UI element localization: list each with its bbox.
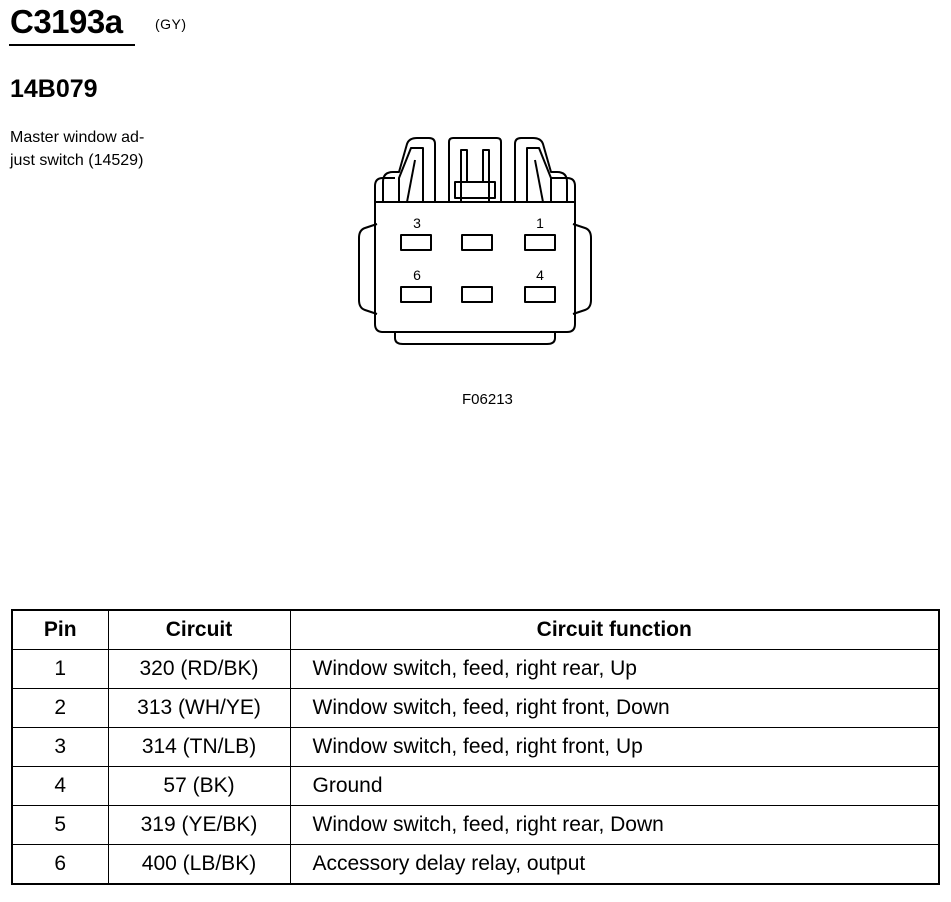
circuit-cell: 314 (TN/LB) (107, 727, 291, 767)
pin-cavity-5 (461, 286, 493, 303)
table-row: 2 313 (WH/YE) Window switch, feed, right… (11, 688, 940, 728)
circuit-cell: 320 (RD/BK) (107, 649, 291, 689)
title-underline (9, 44, 135, 46)
left-latch-inner (398, 147, 424, 202)
pin-label-4: 4 (536, 267, 544, 283)
center-post (448, 137, 502, 202)
description-line-1: Master window ad- (10, 129, 145, 146)
pin-cell: 3 (11, 727, 109, 767)
function-cell: Window switch, feed, right front, Down (289, 688, 940, 728)
function-cell: Accessory delay relay, output (289, 844, 940, 885)
pin-label-6: 6 (413, 267, 421, 283)
column-header-circuit: Circuit (107, 609, 291, 650)
table-header-row: Pin Circuit Circuit function (11, 609, 940, 650)
table-row: 1 320 (RD/BK) Window switch, feed, right… (11, 649, 940, 689)
pin-table: Pin Circuit Circuit function 1 320 (RD/B… (11, 609, 940, 885)
connector-face-diagram: 3 1 6 4 (358, 137, 592, 345)
connector-body (374, 177, 576, 333)
left-latch (382, 137, 436, 202)
pin-cavity-4 (524, 286, 556, 303)
function-cell: Window switch, feed, right rear, Up (289, 649, 940, 689)
component-description: Master window ad- just switch (14529) (10, 126, 144, 172)
color-code: (GY) (155, 16, 187, 32)
right-latch-inner (526, 147, 552, 202)
center-post-window (454, 181, 496, 199)
pin-cell: 2 (11, 688, 109, 728)
pin-cell: 1 (11, 649, 109, 689)
pin-cavity-6 (400, 286, 432, 303)
column-header-pin: Pin (11, 609, 109, 650)
right-latch (514, 137, 568, 202)
circuit-cell: 400 (LB/BK) (107, 844, 291, 885)
table-row: 6 400 (LB/BK) Accessory delay relay, out… (11, 844, 940, 885)
part-number: 14B079 (10, 75, 98, 103)
pin-cell: 6 (11, 844, 109, 885)
pin-cavity-3 (400, 234, 432, 251)
table-row: 5 319 (YE/BK) Window switch, feed, right… (11, 805, 940, 845)
table-row: 3 314 (TN/LB) Window switch, feed, right… (11, 727, 940, 767)
pin-cavity-1 (524, 234, 556, 251)
function-cell: Window switch, feed, right front, Up (289, 727, 940, 767)
left-latch-slant (406, 159, 416, 203)
bottom-lip (394, 332, 556, 345)
pin-cell: 4 (11, 766, 109, 806)
pin-cavity-2 (461, 234, 493, 251)
right-side-tab (572, 223, 592, 315)
connector-title: C3193a (10, 3, 123, 40)
circuit-cell: 313 (WH/YE) (107, 688, 291, 728)
left-side-tab (358, 223, 378, 315)
center-post-inner (460, 149, 490, 202)
function-cell: Window switch, feed, right rear, Down (289, 805, 940, 845)
circuit-cell: 57 (BK) (107, 766, 291, 806)
pin-label-3: 3 (413, 215, 421, 231)
column-header-function: Circuit function (289, 609, 940, 650)
pin-cell: 5 (11, 805, 109, 845)
function-cell: Ground (289, 766, 940, 806)
circuit-cell: 319 (YE/BK) (107, 805, 291, 845)
right-latch-slant (534, 159, 544, 203)
table-row: 4 57 (BK) Ground (11, 766, 940, 806)
description-line-2: just switch (14529) (10, 152, 144, 169)
figure-id: F06213 (462, 391, 513, 408)
pin-label-1: 1 (536, 215, 544, 231)
